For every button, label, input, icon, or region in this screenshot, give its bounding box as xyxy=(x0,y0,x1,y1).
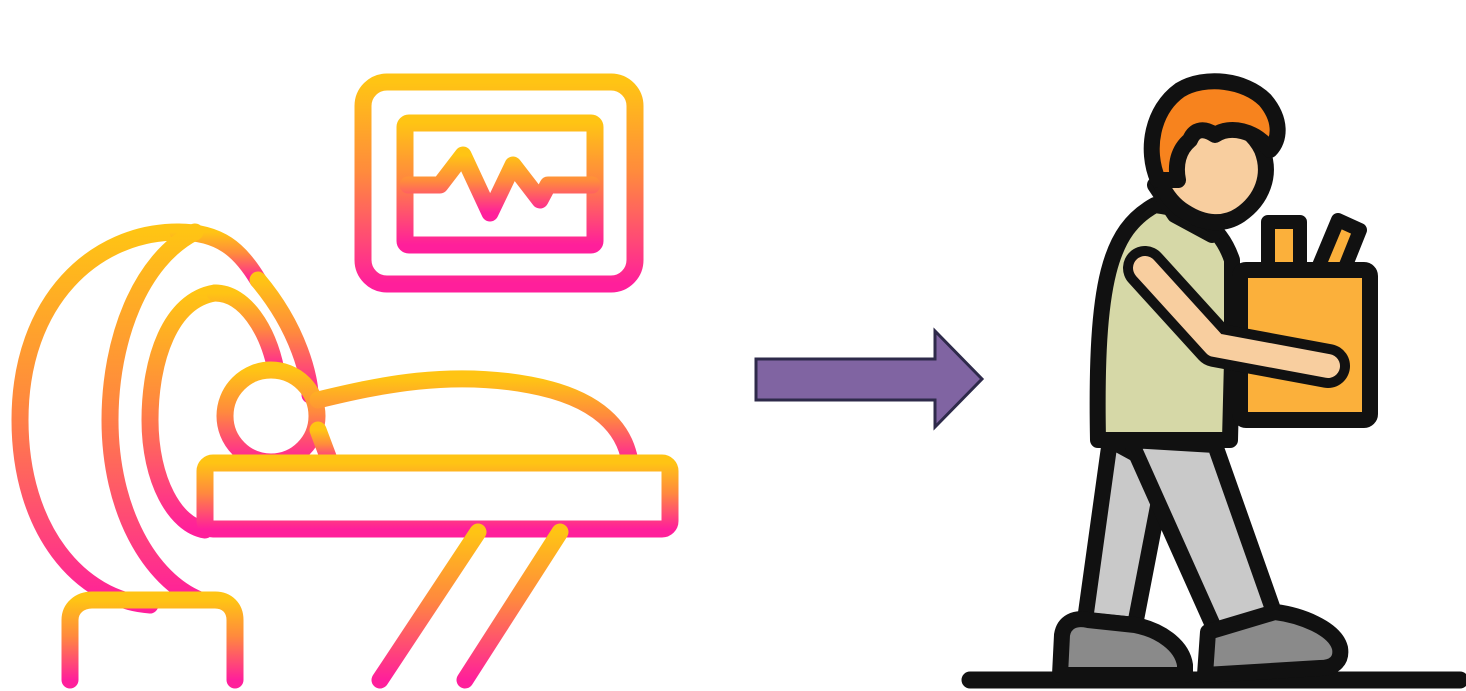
scanner-ring xyxy=(20,232,310,605)
patient-icon xyxy=(225,370,630,462)
front-shoe xyxy=(1205,612,1340,675)
monitor-icon xyxy=(363,18,635,284)
box-icon xyxy=(1240,220,1370,420)
person-carrying-box-icon xyxy=(970,81,1460,680)
mri-scanner-icon xyxy=(10,10,670,690)
back-shoe xyxy=(1060,619,1185,675)
heartbeat-icon xyxy=(408,155,592,213)
right-arrow-icon xyxy=(756,331,982,427)
